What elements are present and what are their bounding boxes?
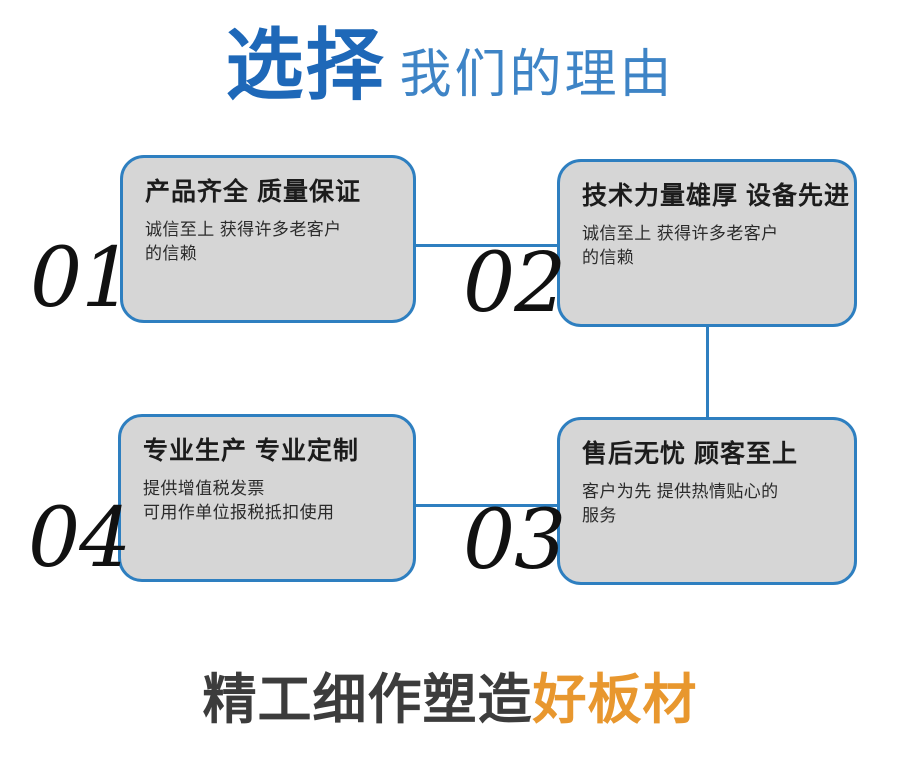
reason-card-02-content: 技术力量雄厚 设备先进 诚信至上 获得许多老客户 的信赖 — [560, 162, 854, 324]
reason-card-01-title: 产品齐全 质量保证 — [145, 178, 361, 206]
connector-line-04-to-03 — [405, 504, 565, 507]
footer-slogan: 精工细作塑造好板材 — [0, 673, 900, 727]
connector-line-02-to-03 — [706, 322, 709, 422]
footer-slogan-accent: 好板材 — [532, 670, 698, 730]
reason-card-02: 技术力量雄厚 设备先进 诚信至上 获得许多老客户 的信赖 — [557, 159, 857, 327]
reason-card-04-content: 专业生产 专业定制 提供增值税发票 可用作单位报税抵扣使用 — [121, 417, 413, 579]
reason-card-01-desc-line-1: 诚信至上 获得许多老客户 — [145, 219, 342, 239]
reason-card-02-number: 02 — [463, 236, 566, 331]
reason-card-03-title: 售后无忧 顾客至上 — [582, 440, 798, 468]
reason-card-04-desc-line-2: 可用作单位报税抵扣使用 — [143, 503, 335, 523]
reason-card-04-title: 专业生产 专业定制 — [143, 437, 359, 465]
reason-card-01: 产品齐全 质量保证 诚信至上 获得许多老客户 的信赖 — [120, 155, 416, 323]
reason-card-01-description: 诚信至上 获得许多老客户 的信赖 — [145, 218, 399, 267]
reason-card-03-desc-line-1: 客户为先 提供热情贴心的 — [582, 481, 779, 501]
reason-card-03-desc-line-2: 服务 — [582, 506, 617, 526]
reason-card-01-number: 01 — [30, 231, 133, 326]
connector-line-01-to-02 — [405, 244, 565, 247]
reason-card-04-number: 04 — [28, 491, 131, 586]
reason-card-04-description: 提供增值税发票 可用作单位报税抵扣使用 — [143, 477, 399, 526]
page-title-emphasis: 选择 — [225, 21, 386, 109]
reason-card-02-desc-line-2: 的信赖 — [582, 248, 635, 268]
reason-card-01-content: 产品齐全 质量保证 诚信至上 获得许多老客户 的信赖 — [123, 158, 413, 320]
reason-card-02-description: 诚信至上 获得许多老客户 的信赖 — [582, 222, 840, 271]
reason-card-03: 售后无忧 顾客至上 客户为先 提供热情贴心的 服务 — [557, 417, 857, 585]
reason-card-02-title: 技术力量雄厚 设备先进 — [582, 182, 850, 210]
reason-card-04-desc-line-1: 提供增值税发票 — [143, 478, 265, 498]
reason-card-03-content: 售后无忧 顾客至上 客户为先 提供热情贴心的 服务 — [560, 420, 854, 582]
reason-card-04: 专业生产 专业定制 提供增值税发票 可用作单位报税抵扣使用 — [118, 414, 416, 582]
reason-card-02-desc-line-1: 诚信至上 获得许多老客户 — [582, 223, 779, 243]
footer-slogan-dark: 精工细作塑造 — [202, 670, 533, 730]
page-title: 选择我们的理由 — [0, 26, 900, 104]
reason-card-03-description: 客户为先 提供热情贴心的 服务 — [582, 480, 840, 529]
page-title-rest: 我们的理由 — [399, 46, 675, 104]
reason-card-03-number: 03 — [463, 493, 566, 588]
reason-card-01-desc-line-2: 的信赖 — [145, 244, 198, 264]
